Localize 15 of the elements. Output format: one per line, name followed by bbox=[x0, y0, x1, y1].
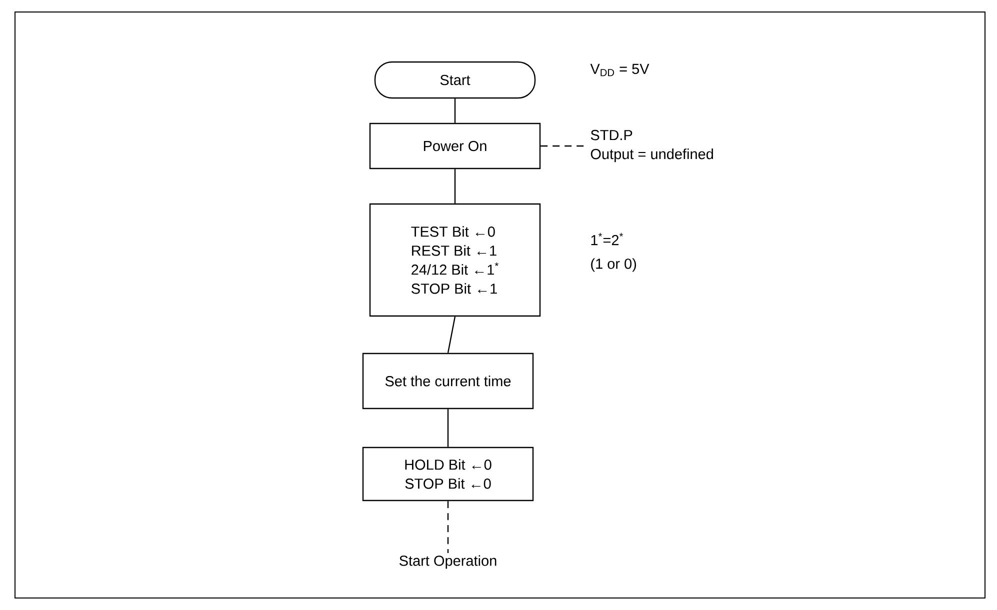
end-text: Start Operation bbox=[400, 555, 496, 569]
terminal-box: Start bbox=[374, 61, 536, 99]
connector-line bbox=[454, 98, 456, 123]
note-text: STD.P Output = undefined bbox=[590, 130, 713, 162]
note-text: V$_{DD}$ = 5V bbox=[590, 64, 650, 76]
note-text: 1$^{*}$=2$^{*}$ bbox=[591, 232, 624, 246]
process-box: Power On bbox=[369, 122, 541, 170]
process-box: Set the current time bbox=[362, 352, 534, 410]
connector-line bbox=[447, 316, 456, 353]
connector-line bbox=[447, 409, 449, 447]
connector-line bbox=[454, 169, 456, 204]
connector-line bbox=[447, 501, 449, 554]
process-box: HOLD Bit ←0 STOP Bit ←0 bbox=[362, 446, 534, 502]
note-text: (1 or 0) bbox=[591, 258, 636, 272]
process-box: TEST Bit ←0 REST Bit ←1 24/12 Bit ←1$^{*}$ STOP Bit ←1 bbox=[369, 203, 541, 317]
